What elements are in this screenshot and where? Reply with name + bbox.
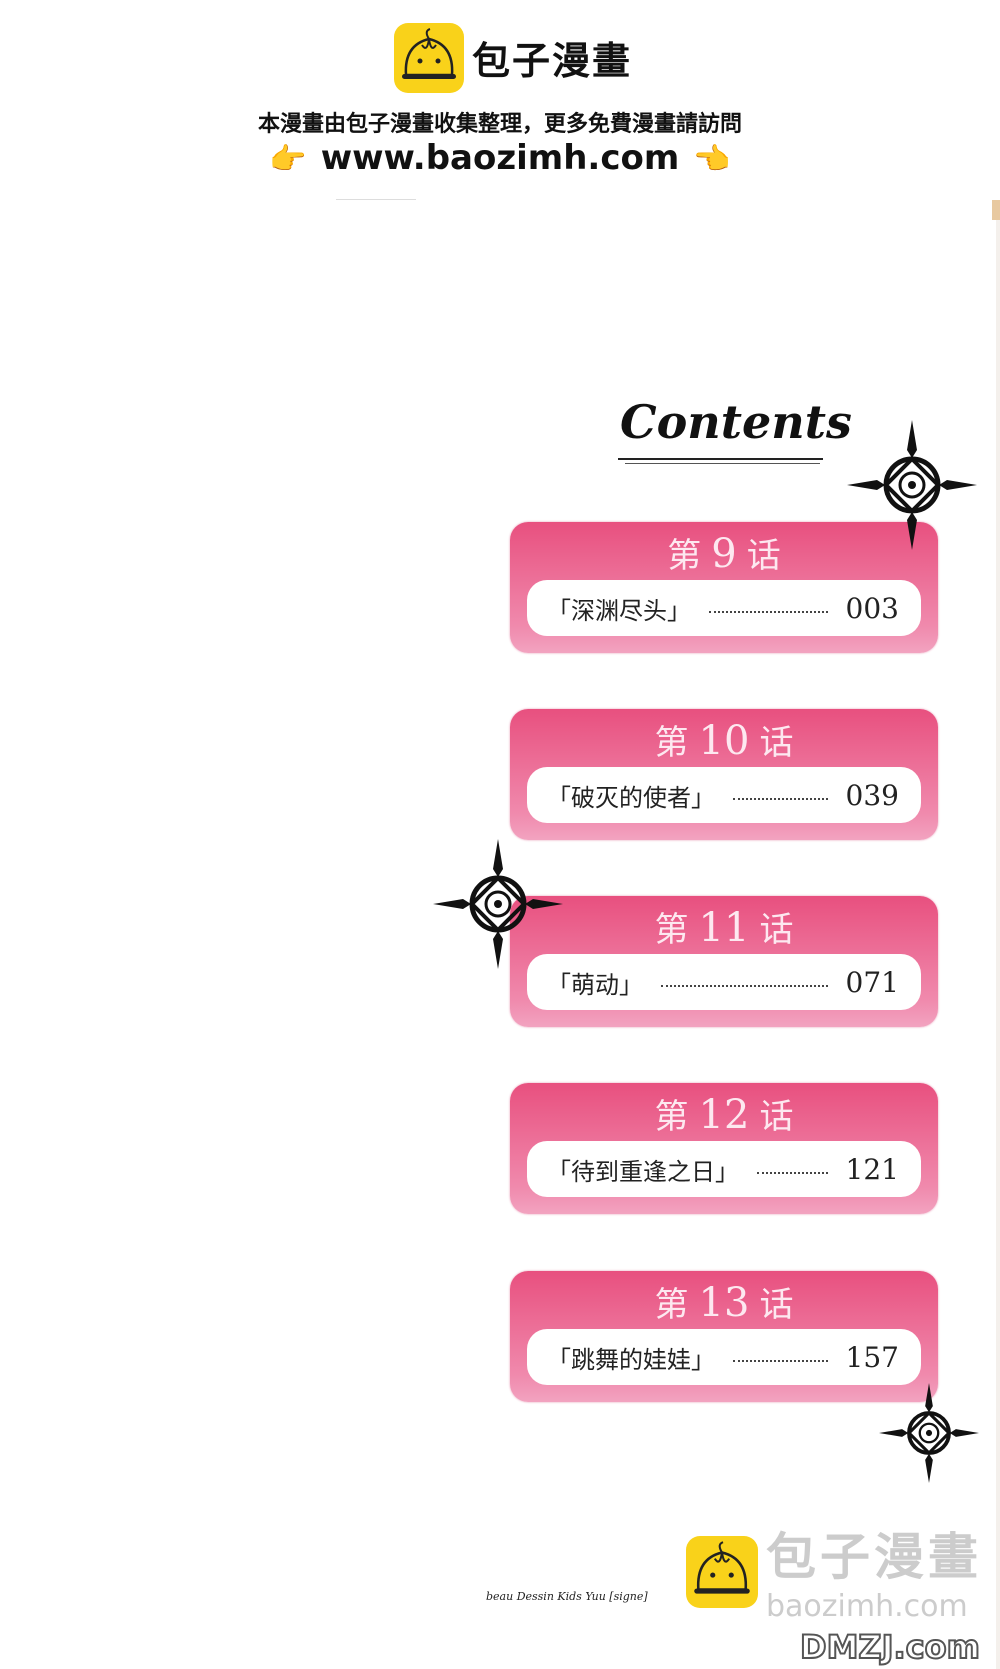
chapter-title-bar: 「跳舞的娃娃」 157 (527, 1329, 921, 1385)
ornament-icon (879, 1383, 979, 1483)
chapter-title: 「萌动」 (547, 970, 643, 999)
chapter-num: 9 (711, 531, 737, 577)
leader-dots (661, 985, 828, 987)
chapter-num: 10 (698, 718, 750, 764)
chapter-title-bar: 「萌动」 071 (527, 954, 921, 1010)
baozi-logo (394, 23, 464, 93)
pointing-right-icon: 👉 (269, 142, 307, 177)
pointing-left-icon: 👈 (693, 142, 731, 177)
chapter-suffix: 话 (759, 723, 794, 763)
chapter-title-bar: 「深渊尽头」 003 (527, 580, 921, 636)
chapter-title: 「破灭的使者」 (547, 783, 715, 812)
leader-dots (733, 798, 828, 800)
chapter-num: 12 (698, 1092, 750, 1138)
chapter-page: 071 (845, 965, 899, 999)
ornament-icon (847, 420, 977, 550)
chapter-num: 11 (698, 905, 750, 951)
brand-name: 包子漫畫 (472, 39, 633, 83)
watermark-logo (686, 1536, 758, 1608)
contents-heading: Contents (620, 395, 852, 449)
bun-icon (400, 27, 458, 81)
page-edge-mark (992, 200, 1000, 220)
chapter-prefix: 第 (654, 723, 689, 763)
chapter-suffix: 话 (759, 910, 794, 950)
watermark-url: baozimh.com (766, 1589, 968, 1624)
site-url-link[interactable]: www.baozimh.com (320, 138, 680, 178)
chapter-suffix: 话 (759, 1097, 794, 1137)
notice-text: 本漫畫由包子漫畫收集整理，更多免費漫畫請訪問 (257, 112, 742, 137)
bun-icon (692, 1540, 752, 1595)
chapter-title-bar: 「破灭的使者」 039 (527, 767, 921, 823)
chapter-page: 157 (845, 1340, 899, 1374)
contents-underline (625, 463, 820, 464)
chapter-prefix: 第 (654, 1097, 689, 1137)
leader-dots (709, 611, 828, 613)
chapter-title: 「深渊尽头」 (547, 596, 691, 625)
dmzj-watermark: DMZJ.com (799, 1627, 981, 1667)
chapter-title: 「待到重逢之日」 (547, 1157, 739, 1186)
signature: beau Dessin Kids Yuu [signe] (486, 1590, 648, 1603)
chapter-title: 「跳舞的娃娃」 (547, 1345, 715, 1374)
chapter-page: 039 (845, 778, 899, 812)
watermark-text: 包子漫畫 (766, 1528, 982, 1586)
ornament-icon (433, 839, 563, 969)
leader-dots (757, 1172, 828, 1174)
chapter-prefix: 第 (667, 536, 702, 576)
chapter-num: 13 (698, 1280, 750, 1326)
chapter-prefix: 第 (654, 1285, 689, 1325)
divider (336, 199, 416, 200)
chapter-page: 121 (845, 1152, 899, 1186)
page-edge (996, 200, 1000, 1669)
site-url-row: 👉 www.baozimh.com 👈 (0, 138, 1000, 178)
chapter-prefix: 第 (654, 910, 689, 950)
chapter-title-bar: 「待到重逢之日」 121 (527, 1141, 921, 1197)
contents-underline (618, 458, 823, 460)
chapter-page: 003 (845, 591, 899, 625)
chapter-suffix: 话 (746, 536, 781, 576)
chapter-suffix: 话 (759, 1285, 794, 1325)
leader-dots (733, 1360, 828, 1362)
